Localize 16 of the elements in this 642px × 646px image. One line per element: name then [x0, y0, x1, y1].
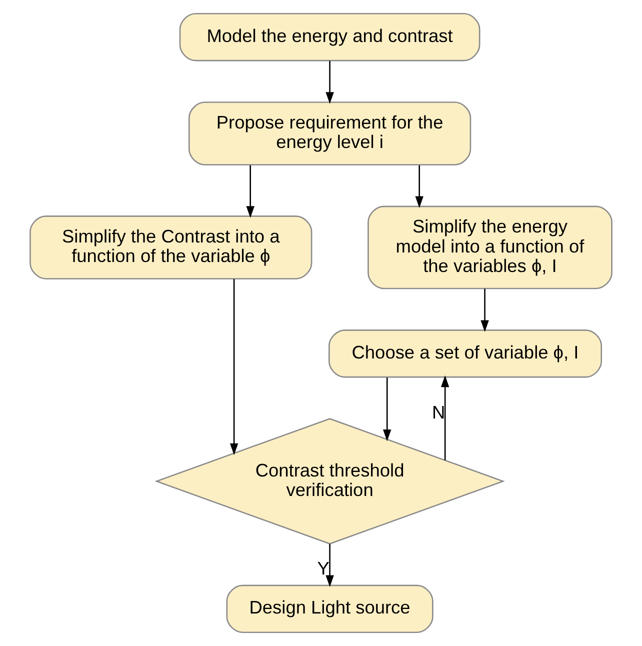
arrow — [480, 288, 489, 332]
node-box: Propose requirement for the energy level i — [188, 102, 472, 166]
node-diamond: Contrast threshold verification — [154, 418, 505, 544]
node-box: Simplify the Contrast into a function of the variable ϕ — [30, 216, 312, 280]
arrow — [326, 60, 334, 104]
node-box: Choose a set of variable ϕ, I — [328, 330, 602, 378]
arrow — [246, 165, 254, 218]
arrow — [440, 375, 450, 460]
node-box: Design Light source — [226, 584, 434, 633]
arrow — [383, 378, 392, 442]
node-box: Simplify the energy model into a function of the variables ϕ, I — [368, 206, 612, 290]
edge-label: Y — [317, 558, 330, 579]
arrow — [415, 165, 424, 208]
node-box: Model the energy and contrast — [179, 13, 480, 62]
arrow — [326, 544, 334, 587]
arrow — [230, 279, 238, 456]
